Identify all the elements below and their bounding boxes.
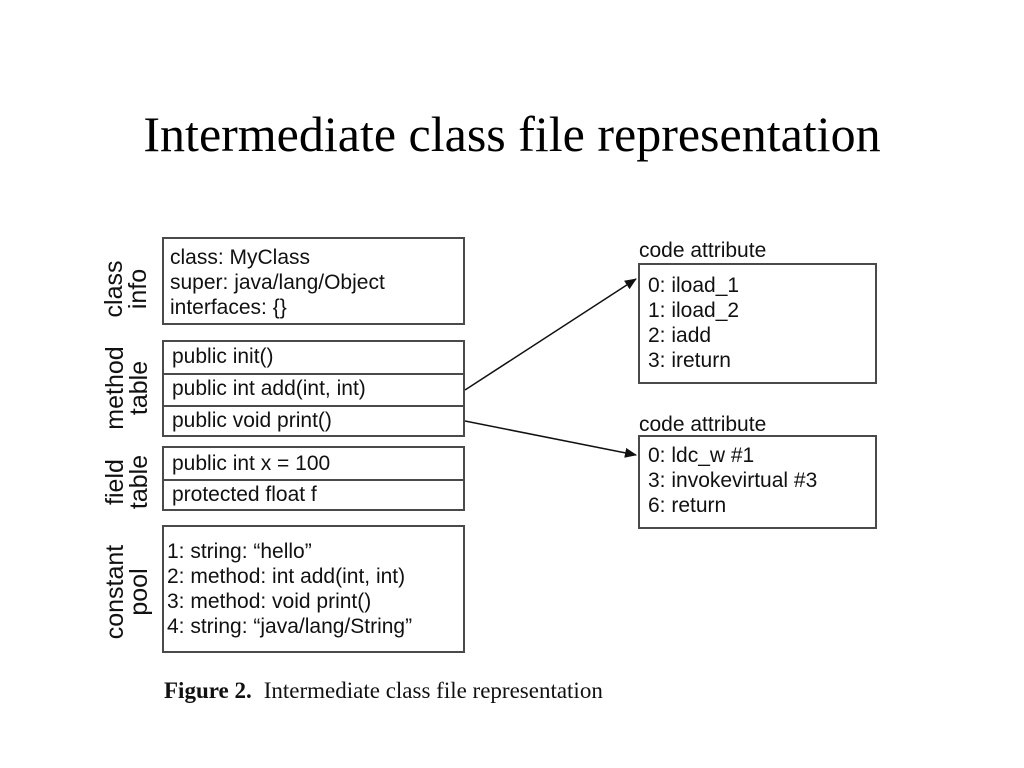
class-info-label-line1: class	[100, 260, 128, 318]
bytecode-line: 0: ldc_w #1	[648, 444, 755, 467]
class-info-line: interfaces: {}	[170, 296, 287, 319]
figure-caption-label: Figure 2.	[164, 678, 252, 703]
constant-pool-label-line1: constant	[101, 544, 129, 640]
method-table-label-line1: method	[101, 346, 129, 430]
constant-pool-box: 1: string: “hello” 2: method: int add(in…	[162, 525, 465, 653]
class-info-label-line2: info	[124, 268, 152, 310]
constant-pool-entry: 2: method: int add(int, int)	[167, 565, 406, 588]
constant-pool-entry: 1: string: “hello”	[167, 540, 312, 563]
code-attribute-box: 0: iload_1 1: iload_2 2: iadd 3: ireturn	[638, 263, 877, 384]
field-row: protected float f	[164, 479, 463, 509]
bytecode-line: 3: ireturn	[648, 349, 731, 372]
code-attribute-heading: code attribute	[639, 413, 767, 436]
bytecode-line: 0: iload_1	[648, 274, 740, 297]
bytecode-line: 3: invokevirtual #3	[648, 469, 818, 492]
bytecode-line: 1: iload_2	[648, 299, 740, 322]
class-info-line: class: MyClass	[170, 246, 311, 269]
field-table-label-line2: table	[125, 454, 153, 510]
field-table-label: field table	[101, 447, 153, 517]
bytecode-line: 2: iadd	[648, 324, 712, 347]
figure-caption: Figure 2. Intermediate class file represe…	[164, 676, 603, 706]
code-attribute-box: 0: ldc_w #1 3: invokevirtual #3 6: retur…	[638, 435, 877, 529]
constant-pool-entry: 4: string: “java/lang/String”	[167, 615, 413, 638]
constant-pool-label: constant pool	[101, 537, 153, 647]
method-table-label: method table	[101, 340, 153, 436]
arrow-print-to-code-attribute	[464, 420, 637, 458]
class-info-box: class: MyClass super: java/lang/Object i…	[162, 237, 465, 325]
arrow-add-to-code-attribute	[464, 278, 637, 391]
constant-pool-label-line2: pool	[125, 568, 153, 616]
field-table-box: public int x = 100 protected float f	[162, 446, 465, 511]
code-attribute-heading: code attribute	[639, 239, 767, 262]
slide-title: Intermediate class file representation	[143, 106, 881, 162]
method-row: public init()	[172, 345, 274, 368]
field-row: public int x = 100	[172, 452, 331, 475]
method-table-box: public init() public int add(int, int) p…	[162, 340, 465, 437]
method-row: public void print()	[164, 405, 463, 435]
class-info-line: super: java/lang/Object	[170, 271, 385, 294]
method-table-label-line2: table	[125, 360, 153, 416]
class-info-label: class info	[100, 249, 152, 329]
method-row: public int add(int, int)	[164, 373, 463, 403]
field-table-label-line1: field	[101, 459, 129, 505]
bytecode-line: 6: return	[648, 494, 727, 517]
figure-caption-text: Intermediate class file representation	[263, 678, 603, 703]
constant-pool-entry: 3: method: void print()	[167, 590, 372, 613]
